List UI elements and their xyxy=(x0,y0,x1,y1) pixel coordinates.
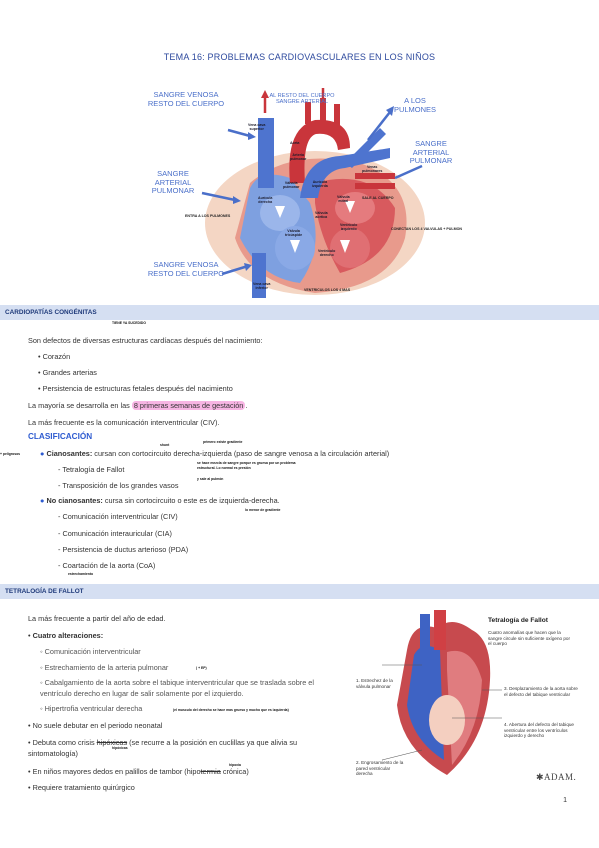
note-primero: primero existe gradiente xyxy=(203,440,243,444)
list-item: • Persistencia de estructuras fetales de… xyxy=(38,384,233,393)
note-ep: ( + EP) xyxy=(196,666,207,670)
list-item: ◦ Comunicación interventricular xyxy=(40,647,141,656)
page-title: TEMA 16: PROBLEMAS CARDIOVASCULARES EN L… xyxy=(163,52,436,62)
aorta-shape xyxy=(289,119,350,183)
intro-text: Son defectos de diversas estructuras car… xyxy=(28,336,263,345)
page-number: 1 xyxy=(563,797,567,804)
heart-diagram xyxy=(201,88,425,298)
note-under-header: TIENE YA SUCEDIDO xyxy=(112,321,146,325)
label-arterial-top: AL RESTO DEL CUERPO SANGRE ARTERIAL xyxy=(269,93,335,106)
note-hipertrofia: (el musculo del derecho se hace mas grue… xyxy=(173,708,289,712)
list-item: • Corazón xyxy=(38,352,71,361)
list-item: • No suele debutar en el periodo neonata… xyxy=(28,721,163,730)
list-item: - Comunicación interventricular (CIV) xyxy=(58,512,178,521)
note-fallot2: y sale al pulmón xyxy=(197,477,224,481)
label-vena-cava-sup: Vena cava superior xyxy=(248,123,266,131)
note-coa: estrechamiento xyxy=(68,572,94,576)
vena-cava-inferior xyxy=(252,253,266,298)
label-arteria-pulmonar: Arteria pulmonar xyxy=(290,153,307,161)
label-arterial-pulm-right: SANGRE ARTERIAL PULMONAR xyxy=(409,139,453,166)
list-item: - Persistencia de ductus arterioso (PDA) xyxy=(58,545,189,554)
label-venous-bottom: SANGRE VENOSA RESTO DEL CUERPO xyxy=(147,260,225,278)
list-item: ◦ Estrechamiento de la arteria pulmonar xyxy=(40,663,169,672)
label-ventriculo-der: Ventrículo derecho xyxy=(318,249,336,257)
note-conecta: CONECTAN LOS 4 VALVULAS + PULMON xyxy=(391,227,462,231)
label-aorta: Aorta xyxy=(290,141,300,145)
tof-title: Tetralogía de Fallot xyxy=(488,617,548,624)
note-sale: SALE AL CUERPO xyxy=(362,196,394,200)
section-header-fallot: TETRALOGÍA DE FALLOT xyxy=(0,584,599,599)
list-item-cianosantes: ● Cianosantes: cursan con cortocircuito … xyxy=(40,449,390,458)
flow-arrows xyxy=(201,88,423,276)
label-valvula-pulmonar: Válvula pulmonar xyxy=(283,181,300,189)
tof-label-3: 3. Desplazamiento de la aorta sobre el d… xyxy=(504,686,578,697)
pulmonary-artery-shape xyxy=(300,148,390,198)
list-item-cuatro: • Cuatro alteraciones: xyxy=(28,631,104,640)
vena-cava-superior xyxy=(258,118,274,188)
note-peligrosos: + peligrosos xyxy=(0,452,21,456)
label-auricula-izq: Aurícula izquierda xyxy=(312,180,328,188)
fallot-intro: La más frecuente a partir del año de eda… xyxy=(28,614,166,623)
highlight-gestation: 8 primeras semanas de gestación xyxy=(131,401,246,410)
list-item: • En niños mayores dedos en palillos de … xyxy=(28,767,249,776)
label-valvula-mitral: Válvula mitral xyxy=(337,195,350,203)
tof-label-4: 4. Abertura del defecto del tabique vent… xyxy=(504,722,574,739)
label-venas-pulmonares: Venas pulmonares xyxy=(362,165,383,173)
label-vena-cava-inf: Vena cava inferior xyxy=(253,282,271,290)
label-valvula-aortica: Válvula aórtica xyxy=(315,211,328,219)
list-item: ◦ Cabalgamiento de la aorta sobre el tab… xyxy=(40,678,314,698)
fallot-illustration xyxy=(381,610,502,775)
note-shunt: shunt xyxy=(160,443,170,447)
tof-desc: Cuatro anomalías que hacen que la sangre… xyxy=(488,630,570,647)
list-item: - Transposición de los grandes vasos xyxy=(58,481,179,490)
list-item-no-cianosantes: ● No cianosantes: cursa sin cortocircuit… xyxy=(40,496,280,505)
note-fallot: se hace mezcla de sangre porque es grues… xyxy=(197,461,296,470)
note-no-ciano: lo menor de gradiente xyxy=(245,508,281,512)
label-venous-top: SANGRE VENOSA RESTO DEL CUERPO xyxy=(147,90,225,108)
tof-label-1: 1. Estrechez de la válvula pulmonar xyxy=(356,678,393,689)
section-header-text: CARDIOPATÍAS CONGÉNITAS xyxy=(5,309,97,316)
list-item: • Grandes arterias xyxy=(38,368,97,377)
label-valvula-tricuspide: Válvula tricúspide xyxy=(285,229,303,237)
list-item: - Tetralogía de Fallot xyxy=(58,465,125,474)
note-hipoxicas: hipóxicas xyxy=(112,746,128,750)
list-item: • Requiere tratamiento quirúrgico xyxy=(28,783,135,792)
note-entra: ENTRA A LOS PULMONES xyxy=(185,214,231,218)
label-auricula-der: Aurícula derecha xyxy=(258,196,273,204)
list-item: ◦ Hipertrofia ventricular derecha xyxy=(40,704,143,713)
label-ventriculo-izq: Ventrículo izquierdo xyxy=(340,223,358,231)
civ-text: La más frecuente es la comunicación inte… xyxy=(28,418,220,427)
list-item: - Coartación de la aorta (CoA) xyxy=(58,561,156,570)
tof-label-2: 2. Engrosamiento de la pared ventricular… xyxy=(356,760,404,777)
list-item: • Debuta como crisis hipóxicas (se recur… xyxy=(28,738,298,758)
label-arterial-pulm-left: SANGRE ARTERIAL PULMONAR xyxy=(151,169,195,196)
adam-logo: ✱ADAM. xyxy=(536,772,577,782)
gestation-text: La mayoría se desarrolla en las 8 primer… xyxy=(28,401,248,410)
label-to-lungs: A LOS PULMONES xyxy=(393,96,437,114)
clasificacion-heading: CLASIFICACIÓN xyxy=(28,432,93,441)
note-hipoxia: hipoxia xyxy=(229,763,241,767)
list-item: - Comunicación interauricular (CIA) xyxy=(58,529,172,538)
section-header-text: TETRALOGÍA DE FALLOT xyxy=(5,588,84,595)
section-header-cardiopatias: CARDIOPATÍAS CONGÉNITAS xyxy=(0,305,599,320)
note-ventriculos: VENTRICULOS LOS 4 MAS xyxy=(304,288,351,292)
